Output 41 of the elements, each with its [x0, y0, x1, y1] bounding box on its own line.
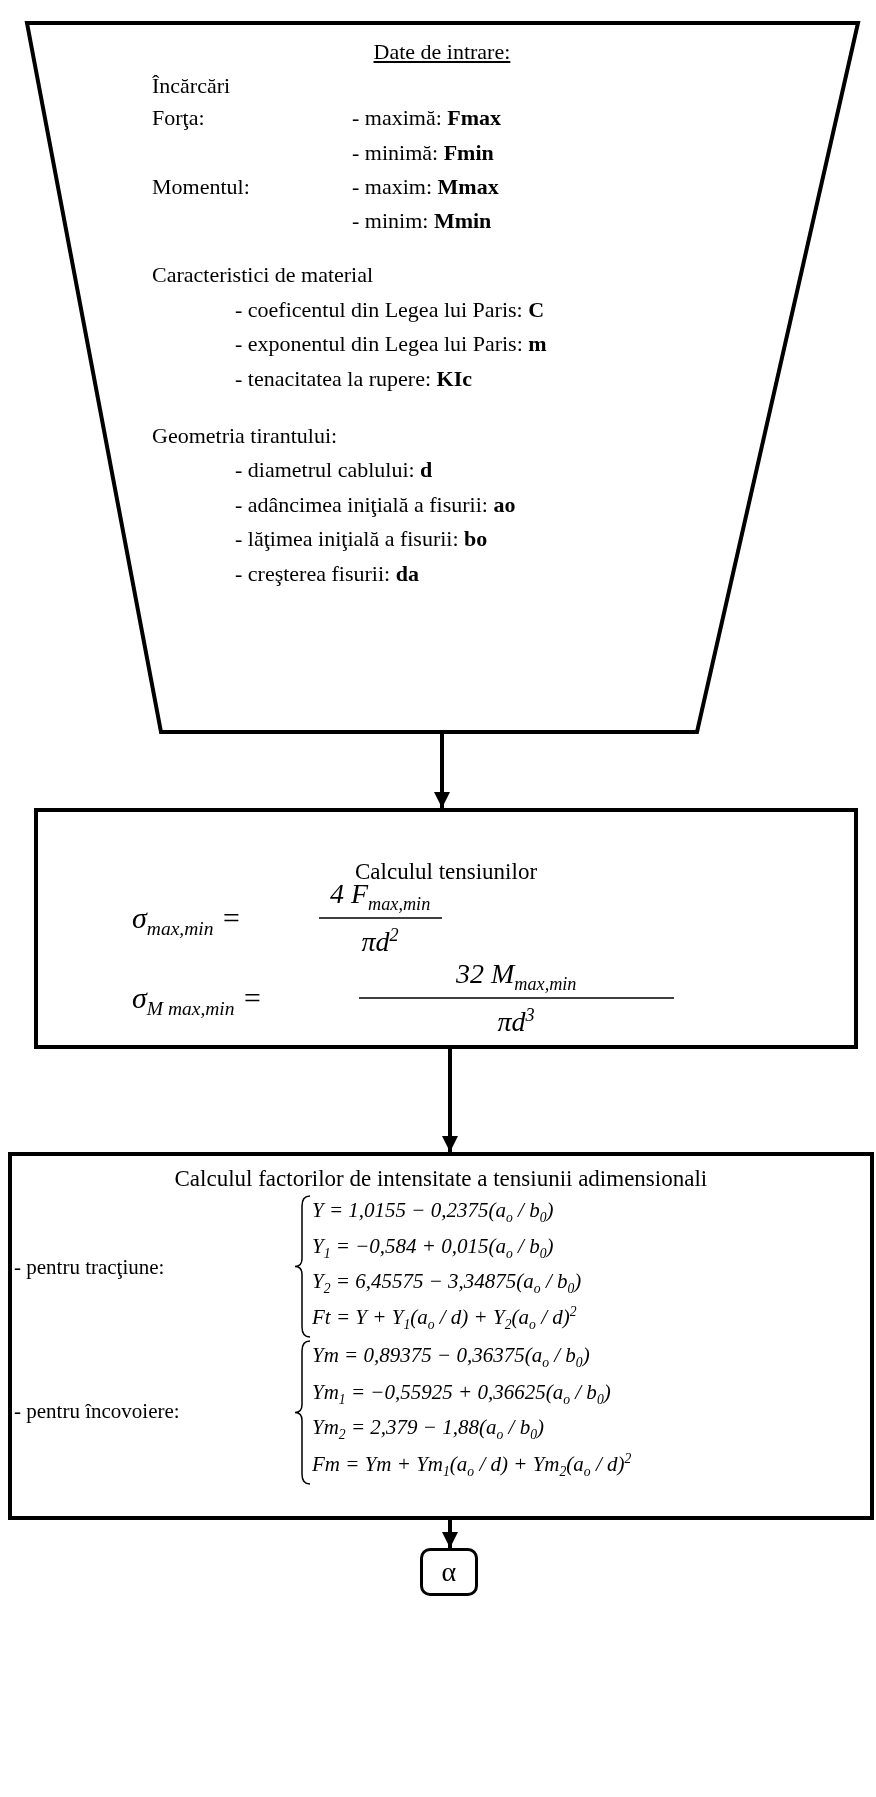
case-label: - pentru încovoiere: [14, 1398, 180, 1424]
list-item: - creşterea fisurii: da [235, 561, 419, 588]
list-item: - lăţimea iniţială a fisurii: bo [235, 526, 488, 553]
list-item: - tenacitatea la rupere: KIc [235, 366, 472, 393]
process-box [8, 1152, 874, 1520]
formula-numerator: 32 M$_{max,min}$ [456, 957, 577, 996]
input-trapezoid [25, 21, 860, 734]
input-heading: Date de intrare: [373, 39, 511, 66]
connector-symbol [420, 1548, 478, 1596]
list-item: - maximă: Fmax [352, 105, 502, 132]
list-item: - maxim: Mmax [352, 174, 499, 201]
list-item: - coeficentul din Legea lui Paris: C [235, 297, 545, 324]
formula-line: Y = 1,0155 − 0,2375(a$_{o}$ / b$_{0}$) [312, 1197, 554, 1227]
formula-line: Ym$_{1}$ = −0,55925 + 0,36625(a$_{o}$ / b$_{0}$) [312, 1379, 611, 1409]
formula-lhs: σ$_{M max,min}$ = [132, 980, 263, 1021]
formula-line: Y$_{2}$ = 6,45575 − 3,34875(a$_{o}$ / b$_{0}$) [312, 1268, 582, 1298]
formula-line: Ym = 0,89375 − 0,36375(a$_{o}$ / b$_{0}$) [312, 1342, 590, 1372]
formula-line: Ym$_{2}$ = 2,379 − 1,88(a$_{o}$ / b$_{0}$) [312, 1414, 545, 1444]
formula-line: Fm = Ym + Ym$_{1}$(a$_{o}$ / d) + Ym$_{2}$(a$_{o}$ / d)$^{2}$ [312, 1451, 632, 1481]
case-label: - pentru tracţiune: [14, 1254, 165, 1280]
formula-lhs: σ$_{max,min}$ = [132, 900, 242, 941]
formula-line: Y$_{1}$ = −0,584 + 0,015(a$_{o}$ / b$_{0}$) [312, 1233, 554, 1263]
arrow [442, 1049, 458, 1152]
list-item: - minim: Mmin [352, 208, 492, 235]
list-item: - minimă: Fmin [352, 140, 494, 167]
formula-line: Ft = Y + Y$_{1}$(a$_{o}$ / d) + Y$_{2}$(a$_{o}$ / d)$^{2}$ [312, 1304, 577, 1334]
field-label: Momentul: [152, 174, 250, 201]
arrow [434, 734, 450, 808]
section-heading: Încărcări [152, 73, 231, 100]
field-label: Forţa: [152, 105, 205, 132]
connector-label: α [441, 1555, 457, 1589]
list-item: - diametrul cablului: d [235, 457, 433, 484]
formula-denominator: πd$^{3}$ [497, 1005, 535, 1039]
formula-denominator: πd$^{2}$ [361, 925, 399, 959]
box-title: Calculul factorilor de intensitate a tensiunii adimensionali [174, 1165, 708, 1193]
list-item: - adâncimea iniţială a fisurii: ao [235, 492, 516, 519]
arrow [442, 1520, 458, 1548]
section-heading: Caracteristici de material [152, 262, 374, 289]
section-heading: Geometria tirantului: [152, 423, 338, 450]
process-box [34, 808, 858, 1049]
list-item: - exponentul din Legea lui Paris: m [235, 331, 547, 358]
